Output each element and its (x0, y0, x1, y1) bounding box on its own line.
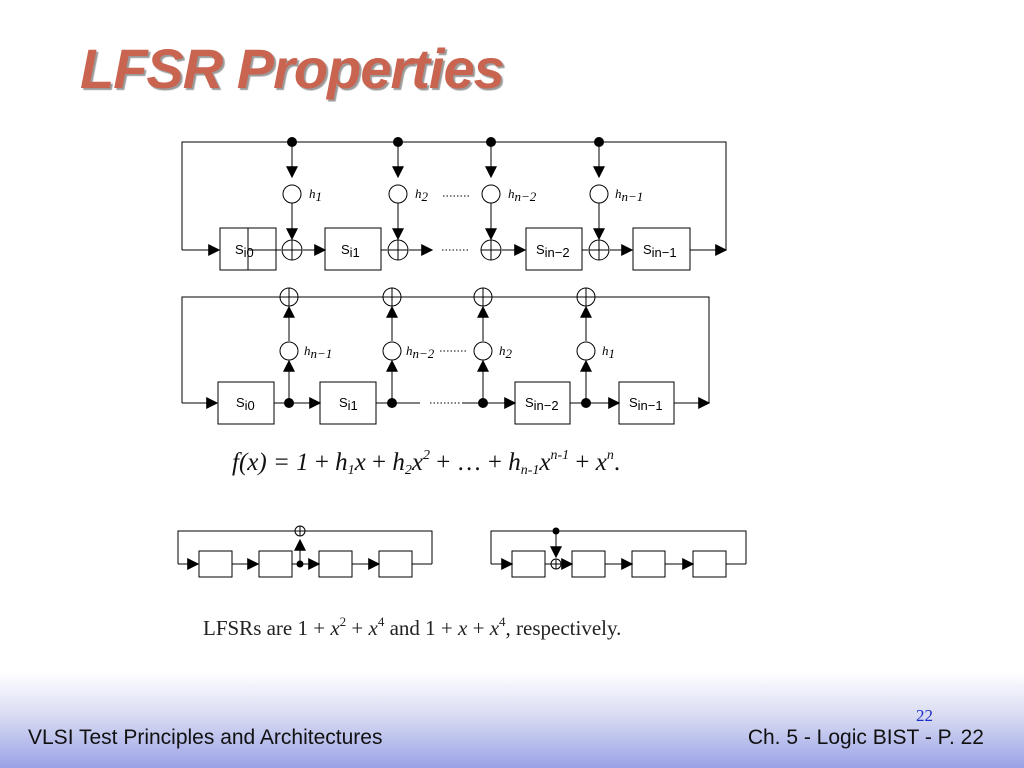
tap-label: h1 (309, 186, 322, 204)
tap-circle (481, 184, 501, 204)
junction-dot (287, 137, 297, 147)
footer-course-title: VLSI Test Principles and Architectures (28, 726, 383, 749)
lfsr-diagram: Si0 Si1 Sin−2 Sin−1 h1 h2 hn−2 hn−1 (177, 137, 747, 640)
register-box (319, 381, 377, 425)
xor-gate (281, 239, 303, 261)
junction-dot (552, 527, 560, 535)
internal-lfsr (181, 287, 711, 425)
tap-label: h2 (415, 186, 429, 204)
register-box (631, 550, 666, 578)
xor-gate (588, 239, 610, 261)
register-box (198, 550, 233, 578)
xor-gate (480, 239, 502, 261)
example-lfsr-1 (177, 525, 433, 578)
junction-dot (478, 398, 488, 408)
register-box (571, 550, 606, 578)
stage-label: Si0 (235, 242, 254, 260)
stage-label: Sin−2 (536, 242, 570, 260)
characteristic-polynomial: f(x) = 1 + h1x + h2x2 + … + hn-1xn-1 + x… (232, 448, 620, 478)
tap-circle (279, 341, 299, 361)
register-box (219, 227, 277, 271)
feedback-wire-top (181, 296, 710, 403)
stage-label: Si1 (341, 242, 360, 260)
tap-circle (589, 184, 609, 204)
register-box (692, 550, 727, 578)
stage-label: Sin−2 (525, 395, 559, 413)
junction-dot (296, 560, 304, 568)
tap-circle (576, 341, 596, 361)
junction-dot (486, 137, 496, 147)
feedback-wire-top (181, 141, 727, 250)
footer-chapter: Ch. 5 - Logic BIST - P. 22 (747, 726, 984, 749)
tap-label: hn−2 (508, 186, 537, 204)
xor-gate (473, 287, 493, 307)
register-box (318, 550, 353, 578)
register-box (511, 550, 546, 578)
xor-gate (576, 287, 596, 307)
register-box (378, 550, 413, 578)
footer-bar (0, 672, 1024, 768)
register-box (632, 227, 691, 271)
register-box (525, 227, 583, 271)
tap-circle (388, 184, 408, 204)
xor-gate (550, 558, 562, 570)
register-box (258, 550, 293, 578)
stage-label: Si1 (339, 395, 358, 413)
external-lfsr (181, 141, 728, 271)
register-box (514, 381, 571, 425)
junction-dot (581, 398, 591, 408)
xor-gate (279, 287, 299, 307)
tap-circle (282, 184, 302, 204)
slide-number: 22 (916, 706, 933, 725)
stage-label: Si0 (236, 395, 255, 413)
register-box (618, 381, 675, 425)
xor-gate (382, 287, 402, 307)
junction-dot (284, 398, 294, 408)
stage-label: Sin−1 (643, 242, 677, 260)
tap-label: h1 (602, 343, 615, 361)
tap-label: hn−2 (406, 343, 435, 361)
tap-label: hn−1 (304, 343, 332, 361)
example-lfsr-2 (490, 530, 747, 578)
junction-dot (387, 398, 397, 408)
register-box (217, 381, 275, 425)
tap-label: h2 (499, 343, 513, 361)
xor-gate (387, 239, 409, 261)
stage-label: Sin−1 (629, 395, 663, 413)
tap-label: hn−1 (615, 186, 643, 204)
lfsr-caption: LFSRs are 1 + x2 + x4 and 1 + x + x4, re… (203, 614, 621, 640)
junction-dot (594, 137, 604, 147)
slide-title: LFSR Properties (80, 37, 505, 100)
junction-dot (393, 137, 403, 147)
register-box (324, 227, 382, 271)
xor-gate (294, 525, 306, 537)
tap-circle (473, 341, 493, 361)
tap-circle (382, 341, 402, 361)
